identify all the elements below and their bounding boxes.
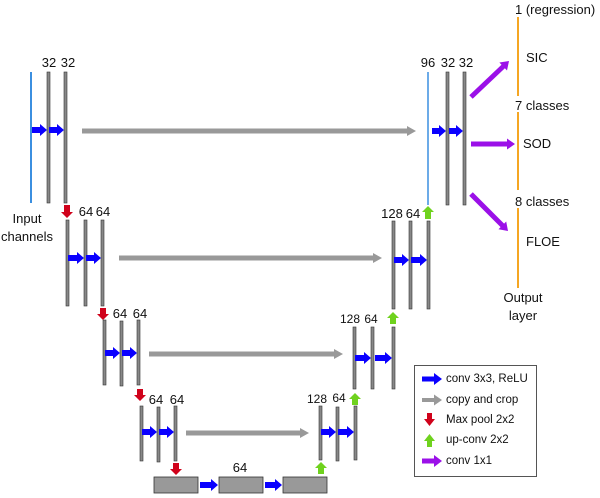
blue-arrow-icon	[422, 373, 442, 385]
output-header: 8 classes	[515, 194, 570, 209]
legend-item-pool: Max pool 2x2	[421, 412, 514, 428]
copy-crop-arrow	[119, 253, 382, 263]
conv-arrow	[86, 252, 101, 264]
conv-arrow	[68, 252, 84, 264]
conv-arrow	[432, 125, 446, 137]
feature-map-bar	[136, 319, 141, 386]
output-layer-label: Output	[503, 290, 542, 305]
feature-map-bar	[391, 220, 396, 310]
conv-arrow	[449, 125, 463, 137]
conv-arrow	[122, 347, 137, 359]
legend-label: copy and crop	[446, 394, 519, 406]
feature-map-bar	[445, 71, 450, 206]
legend-item-copy: copy and crop	[421, 392, 518, 408]
gray-arrow-icon	[422, 394, 442, 406]
channel-label: 64	[170, 392, 184, 407]
feature-map-bar	[100, 219, 105, 307]
conv-arrow	[32, 124, 47, 136]
output-name: SOD	[523, 136, 551, 151]
feature-map-bar	[65, 219, 70, 307]
conv-arrow	[321, 426, 336, 438]
purple-arrow-icon	[422, 455, 442, 467]
copy-crop-arrow	[82, 126, 416, 136]
channel-label: 32	[459, 55, 473, 70]
output-name: FLOE	[526, 234, 560, 249]
feature-map-bar	[408, 220, 413, 310]
conv-arrow	[338, 426, 354, 438]
channel-label: 96	[421, 55, 435, 70]
copy-crop-arrow	[149, 349, 343, 359]
legend-label: up-conv 2x2	[446, 434, 509, 446]
output-header: 1 (regression)	[515, 2, 595, 17]
conv-arrow	[105, 347, 120, 359]
feature-map-bar	[370, 326, 375, 390]
legend-label: conv 1x1	[446, 455, 493, 467]
legend-item-conv: conv 3x3, ReLU	[421, 371, 528, 387]
max-pool-arrow	[61, 205, 73, 218]
feature-map-bar	[391, 326, 396, 390]
up-conv-arrow	[387, 312, 399, 324]
output-header: 7 classes	[515, 98, 570, 113]
channel-label: 64	[113, 306, 127, 321]
conv-arrow	[411, 254, 427, 266]
copy-crop-arrow	[186, 428, 309, 438]
input-channels-label: channels	[1, 229, 54, 244]
max-pool-arrow	[97, 308, 109, 320]
up-conv-arrow	[349, 393, 361, 405]
feature-map-bar	[46, 71, 51, 204]
conv-arrow	[394, 254, 409, 266]
channel-label: 64	[332, 391, 346, 405]
input-channels-label: Input	[13, 211, 42, 226]
legend-label: conv 3x3, ReLU	[446, 373, 528, 385]
conv1x1-arrow-floe	[469, 192, 508, 231]
channel-label: 128	[381, 206, 403, 221]
channel-label: 64	[233, 460, 247, 475]
conv1x1-arrow-sod	[471, 138, 515, 150]
feature-map-bar	[462, 71, 467, 206]
channel-label: 128	[340, 312, 360, 326]
feature-map-bar	[173, 405, 178, 462]
legend-item-upconv: up-conv 2x2	[421, 432, 509, 448]
conv-arrow	[142, 426, 157, 438]
conv-arrow	[200, 479, 218, 491]
red-down-arrow-icon	[424, 413, 435, 426]
channel-label: 32	[61, 55, 75, 70]
output-name: SIC	[526, 50, 548, 65]
channel-label: 64	[133, 306, 147, 321]
green-up-arrow-icon	[424, 434, 435, 447]
legend: conv 3x3, ReLU copy and crop Max pool 2x…	[414, 365, 537, 477]
legend-label: Max pool 2x2	[446, 414, 515, 426]
conv-arrow	[375, 352, 392, 364]
bottleneck-block	[282, 476, 328, 494]
channel-label: 64	[406, 206, 420, 221]
channel-label: 64	[364, 312, 378, 326]
channel-label: 32	[42, 55, 56, 70]
up-conv-arrow	[422, 206, 434, 219]
feature-map-bar	[426, 220, 431, 310]
conv1x1-arrow-sic	[469, 61, 509, 99]
bottleneck-block	[218, 476, 264, 494]
bottleneck-block	[153, 476, 199, 494]
up-conv-arrow	[315, 462, 327, 474]
feature-map-bar	[353, 405, 358, 461]
feature-map-bar	[63, 71, 68, 204]
feature-map-bar	[83, 219, 88, 307]
channel-label: 32	[441, 55, 455, 70]
channel-label: 64	[79, 204, 93, 219]
max-pool-arrow	[170, 463, 182, 475]
conv-arrow	[49, 124, 64, 136]
conv-arrow	[159, 426, 174, 438]
channel-label: 64	[149, 392, 163, 407]
conv-arrow	[355, 352, 371, 364]
max-pool-arrow	[134, 389, 146, 401]
conv-arrow	[265, 479, 282, 491]
channel-label: 64	[96, 204, 110, 219]
channel-label: 128	[307, 392, 327, 406]
output-layer-label: layer	[509, 308, 538, 323]
legend-item-conv1x1: conv 1x1	[421, 453, 492, 469]
